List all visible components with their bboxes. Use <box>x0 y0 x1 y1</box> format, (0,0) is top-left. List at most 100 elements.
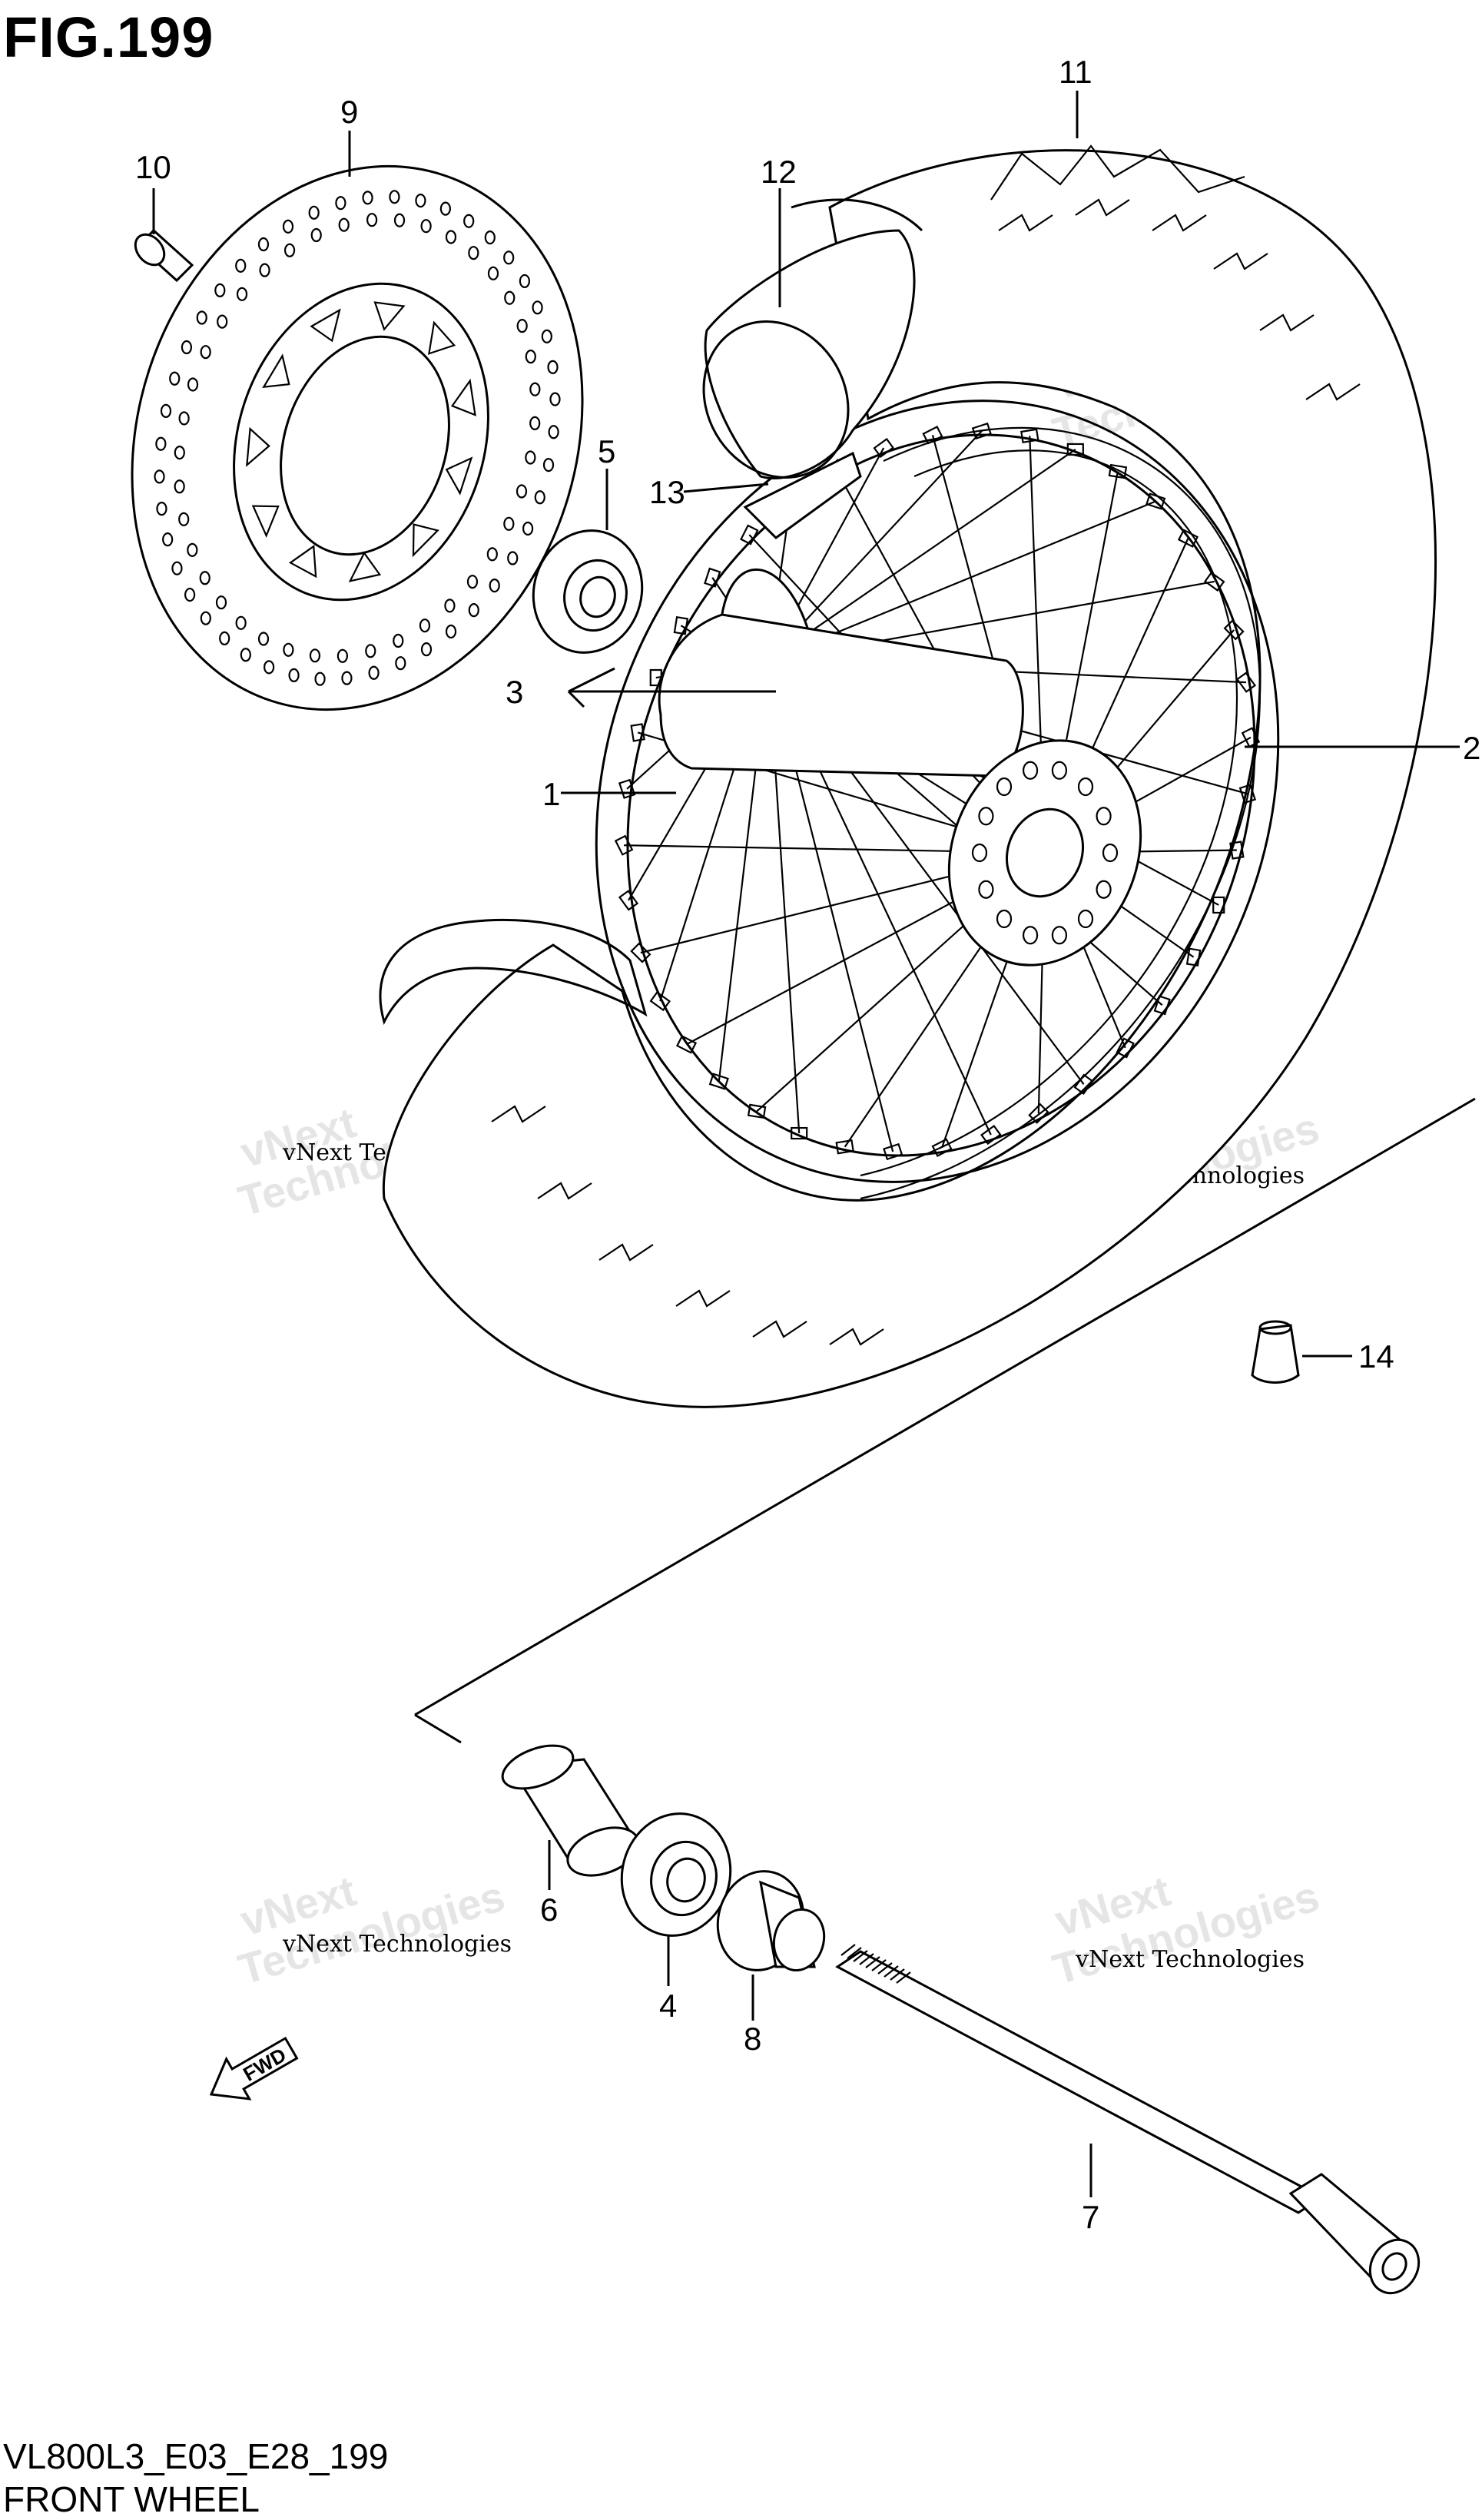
drill-hole <box>525 450 536 465</box>
drill-hole <box>542 457 555 472</box>
drill-hole <box>219 631 230 645</box>
drill-hole <box>503 516 515 531</box>
spoke-nipple <box>931 1138 953 1157</box>
callout-12: 12 <box>761 154 797 190</box>
spoke-nipple <box>614 834 634 856</box>
drill-hole <box>264 660 275 675</box>
flange-hole <box>978 880 994 899</box>
thread-line <box>840 1944 856 1956</box>
spoke-nipple <box>618 890 639 911</box>
drill-hole <box>439 201 451 216</box>
drill-hole <box>341 671 353 685</box>
spoke-nipple <box>883 1142 903 1161</box>
spoke-nipple <box>704 567 721 588</box>
drill-hole <box>200 345 211 360</box>
callout-7: 7 <box>1082 2199 1099 2235</box>
drill-hole <box>174 446 185 460</box>
drill-hole <box>187 377 199 392</box>
drill-hole <box>444 598 456 613</box>
drill-hole <box>154 469 165 484</box>
flange-hole <box>1051 926 1068 945</box>
drill-hole <box>393 213 406 227</box>
drill-hole <box>445 624 457 639</box>
spoke-nipple <box>673 616 689 635</box>
rim-band <box>743 451 862 539</box>
disc-cutout <box>445 456 473 496</box>
spoke-nipple <box>1177 529 1199 548</box>
spoke-nipple <box>630 942 651 963</box>
spoke-nipple <box>708 1073 729 1090</box>
drill-hole <box>516 484 528 499</box>
drill-hole <box>338 217 350 232</box>
drill-hole <box>162 532 174 547</box>
tread-mark <box>1305 383 1361 401</box>
flange-hole <box>1102 843 1119 863</box>
thread-line <box>865 1956 880 1968</box>
drill-hole <box>214 283 226 297</box>
valve-cap <box>1251 1320 1300 1384</box>
spoke-nipple <box>980 1124 1002 1146</box>
watermark-text: vNext Technologies <box>282 1931 512 1958</box>
spoke-nipple <box>1223 619 1245 641</box>
callout-8: 8 <box>744 2021 761 2057</box>
drill-hole <box>259 263 270 277</box>
drill-hole <box>178 512 190 526</box>
drill-hole <box>184 587 196 602</box>
callout-3: 3 <box>506 674 523 710</box>
drill-hole <box>309 648 321 663</box>
drill-hole <box>547 360 559 374</box>
spoke-nipple <box>675 1035 698 1054</box>
tread-mark <box>537 1182 592 1200</box>
drill-hole <box>160 403 172 419</box>
tread-mark <box>491 1105 546 1123</box>
model-code: VL800L3_E03_E28_199 <box>3 2436 389 2476</box>
drill-hole <box>169 371 181 386</box>
drill-hole <box>529 382 541 396</box>
drill-hole <box>283 642 294 657</box>
spoke-nipple <box>630 723 645 742</box>
drill-hole <box>365 644 376 658</box>
drill-hole <box>200 611 211 625</box>
drill-hole <box>288 668 300 683</box>
thread-line <box>871 1959 887 1971</box>
spoke-nipple <box>922 426 943 445</box>
spoke-nipple <box>1073 1073 1094 1096</box>
thread-line <box>847 1947 862 1959</box>
flange-hole <box>1077 777 1094 797</box>
spoke-nipple <box>1145 492 1166 510</box>
axle-thread <box>840 1944 911 1984</box>
flange-hole <box>996 909 1013 929</box>
tread-mark <box>829 1328 884 1346</box>
spoke-nipple <box>1203 571 1225 592</box>
spoke-nipple <box>971 422 992 440</box>
drill-hole <box>337 648 348 663</box>
disc-cutouts <box>246 301 476 582</box>
tread-mark <box>752 1320 807 1338</box>
drill-hole <box>504 290 516 305</box>
exploded-outline <box>414 1097 1476 1744</box>
flange-hole <box>1051 761 1068 780</box>
drill-hole <box>215 595 227 610</box>
drill-hole <box>503 250 515 265</box>
callout-13: 13 <box>649 474 685 510</box>
spoke-nipple <box>1116 1037 1135 1059</box>
drill-hole <box>156 502 167 516</box>
disc-cutout <box>450 378 476 416</box>
drill-hole <box>507 551 519 565</box>
tread-mark <box>1259 313 1315 332</box>
drill-hole <box>181 340 193 355</box>
drill-hole <box>415 193 426 208</box>
callout-numbers: 9 10 11 12 13 5 3 1 2 14 6 4 8 7 <box>135 54 1480 2235</box>
drill-hole <box>308 205 320 220</box>
flange-hole <box>1096 807 1112 826</box>
thread-line <box>890 1968 905 1981</box>
leader-lines <box>152 91 1460 2197</box>
thread-line <box>884 1965 899 1978</box>
disc-cutout <box>246 426 270 467</box>
drill-hole <box>283 243 296 257</box>
tire-tread <box>491 198 1361 1346</box>
drill-hole <box>362 191 373 205</box>
drill-hole <box>178 411 190 426</box>
callout-1: 1 <box>542 776 560 812</box>
